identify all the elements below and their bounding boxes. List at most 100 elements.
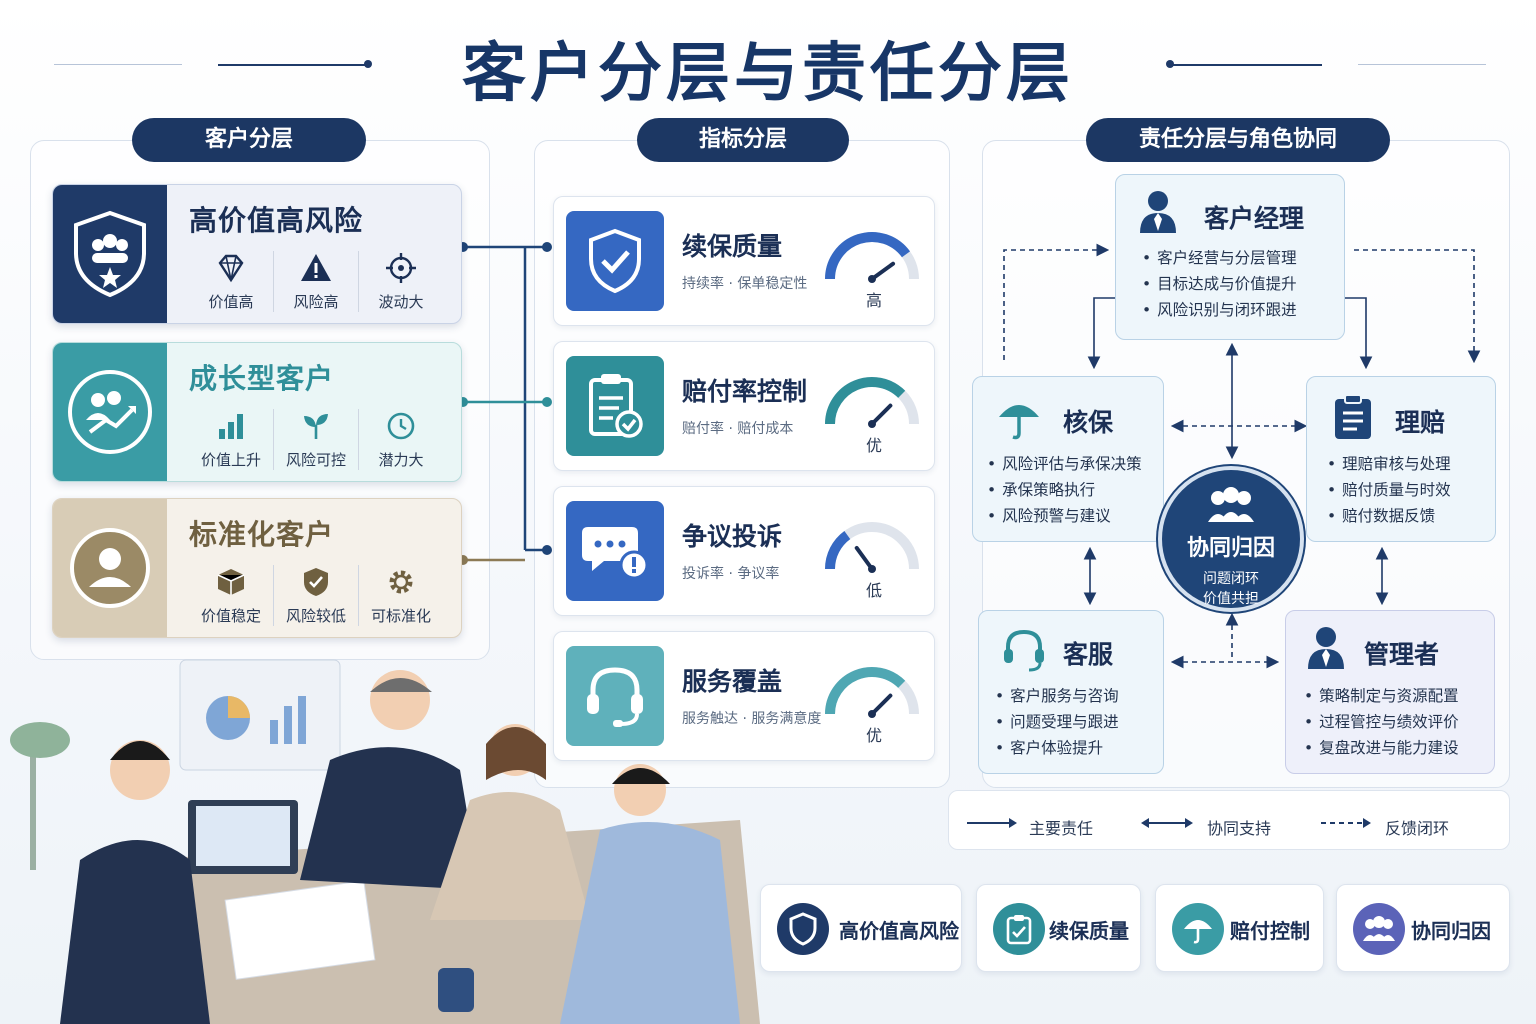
target-icon [386, 253, 416, 283]
chip-label: 赔付控制 [1230, 919, 1310, 943]
legend-label: 协同支持 [1207, 819, 1272, 838]
legend-label: 反馈闭环 [1385, 819, 1450, 838]
role-duty: 赔付数据反馈 [1327, 503, 1451, 529]
clipboard-check-icon [589, 374, 643, 438]
role-duty: 策略制定与资源配置 [1304, 683, 1459, 709]
metric-level: 优 [865, 436, 882, 455]
section-pill-metrics: 指标分层 [637, 118, 849, 162]
role-title: 客户经理 [1204, 204, 1305, 233]
legend-label: 主要责任 [1029, 819, 1094, 838]
role-title: 核保 [1063, 408, 1114, 437]
gauge-pivot [868, 420, 876, 428]
arrow-legend: 主要责任 协同支持 反馈闭环 [948, 790, 1510, 850]
segment-card-growth[interactable]: 成长型客户 价值上升 风险可控 潜力大 [52, 342, 462, 482]
metric-sub: 服务触达 · 服务满意度 [682, 711, 822, 727]
segment-name: 高价值高风险 [189, 204, 364, 237]
gauge-needle [870, 693, 893, 716]
solid-arrow-icon [967, 818, 1017, 828]
metric-level: 低 [865, 581, 882, 600]
headset-icon [587, 667, 643, 727]
role-title: 客服 [1063, 640, 1114, 669]
metric-name: 服务覆盖 [682, 667, 783, 696]
box-icon [217, 569, 245, 595]
segment-attr: 风险可控 [285, 451, 346, 469]
sprout-icon [304, 414, 328, 439]
role-box-claims[interactable]: 理赔 理赔审核与处理 赔付质量与时效 赔付数据反馈 [1306, 376, 1496, 542]
clock-icon [387, 412, 415, 440]
segment-card-standard[interactable]: 标准化客户 价值稳定 风险较低 可标准化 [52, 498, 462, 638]
section-pill-roles: 责任分层与角色协同 [1086, 118, 1390, 162]
segment-name: 标准化客户 [189, 518, 335, 551]
team-icon [1363, 916, 1395, 941]
metric-name: 续保质量 [682, 232, 783, 261]
role-box-account-manager[interactable]: 客户经理 客户经营与分层管理 目标达成与价值提升 风险识别与闭环跟进 [1115, 174, 1345, 340]
chip-label: 协同归因 [1411, 919, 1491, 943]
page-title: 客户分层与责任分层 [462, 37, 1074, 111]
checkmark-shield-icon [589, 228, 641, 294]
chip-claims-control[interactable]: 赔付控制 [1155, 884, 1324, 972]
chip-label: 高价值高风险 [839, 919, 959, 943]
chip-renewal[interactable]: 续保质量 [976, 884, 1141, 972]
diamond-icon [218, 254, 244, 283]
metric-name: 争议投诉 [682, 522, 783, 551]
role-duty: 风险识别与闭环跟进 [1142, 297, 1297, 323]
role-box-underwriting[interactable]: 核保 风险评估与承保决策 承保策略执行 风险预警与建议 [972, 376, 1164, 542]
shield-icon [789, 912, 817, 946]
shield-check-icon [304, 568, 328, 596]
hub-title: 协同归因 [1186, 536, 1275, 561]
segment-attr: 风险高 [293, 293, 339, 311]
chat-alert-icon [582, 527, 649, 580]
metric-level: 优 [865, 726, 882, 745]
chip-label: 续保质量 [1049, 919, 1129, 943]
gauge-pivot [868, 565, 876, 573]
bar-chart-icon [219, 414, 243, 439]
metric-sub: 赔付率 · 赔付成本 [682, 421, 794, 437]
person-icon [70, 528, 150, 608]
businessman-icon [1140, 191, 1176, 233]
gauge-arc [825, 232, 911, 280]
metric-card-renewal[interactable]: 续保质量 持续率 · 保单稳定性 高 [553, 196, 935, 326]
team-growth-icon [68, 370, 152, 454]
dashed-arrow-icon [1321, 818, 1371, 828]
gear-icon [389, 570, 413, 594]
role-duty: 赔付质量与时效 [1327, 477, 1451, 503]
gauge-icon [825, 377, 919, 428]
clipboard-check-icon [1006, 915, 1032, 945]
gauge-needle [870, 261, 896, 281]
umbrella-icon [999, 405, 1039, 440]
role-duty: 复盘改进与能力建设 [1304, 735, 1459, 761]
metric-card-service[interactable]: 服务覆盖 服务触达 · 服务满意度 优 [553, 631, 935, 761]
chip-collaboration[interactable]: 协同归因 [1336, 884, 1510, 972]
role-box-customer-service[interactable]: 客服 客户服务与咨询 问题受理与跟进 客户体验提升 [978, 610, 1164, 774]
segment-attr: 可标准化 [370, 607, 431, 625]
role-duty: 客户服务与咨询 [995, 683, 1119, 709]
metric-sub: 持续率 · 保单稳定性 [682, 276, 808, 292]
segment-card-high-value[interactable]: 高价值高风险 价值高 风险高 波动大 [52, 184, 462, 324]
hub-line: 问题闭环 [1203, 571, 1259, 587]
metric-level: 高 [865, 291, 882, 310]
gauge-icon [825, 667, 919, 718]
gauge-icon [825, 232, 919, 283]
gauge-arc [825, 667, 906, 715]
role-duty: 过程管控与绩效评价 [1304, 709, 1459, 735]
section-pill-customer: 客户分层 [132, 118, 366, 162]
role-duty: 风险评估与承保决策 [987, 451, 1142, 477]
clipboard-icon [1335, 394, 1371, 439]
gauge-arc [825, 377, 906, 425]
role-duty: 问题受理与跟进 [995, 709, 1119, 735]
metric-card-complaints[interactable]: 争议投诉 投诉率 · 争议率 低 [553, 486, 935, 616]
segment-metric-connectors [458, 242, 552, 565]
collaboration-hub[interactable]: 协同归因 问题闭环 价值共担 [1158, 466, 1304, 612]
role-duty: 客户体验提升 [995, 735, 1119, 761]
segment-name: 成长型客户 [189, 362, 335, 395]
gauge-arc [825, 530, 851, 570]
metric-sub: 投诉率 · 争议率 [682, 566, 780, 582]
businessman-icon [1308, 627, 1344, 669]
headset-icon [1004, 629, 1044, 672]
role-box-management[interactable]: 管理者 策略制定与资源配置 过程管控与绩效评价 复盘改进与能力建设 [1285, 610, 1495, 774]
role-connectors [1003, 243, 1481, 669]
metric-card-loss-ratio[interactable]: 赔付率控制 赔付率 · 赔付成本 优 [553, 341, 935, 471]
role-duty: 风险预警与建议 [987, 503, 1142, 529]
umbrella-icon [1184, 920, 1212, 944]
chip-high-value[interactable]: 高价值高风险 [760, 884, 962, 972]
